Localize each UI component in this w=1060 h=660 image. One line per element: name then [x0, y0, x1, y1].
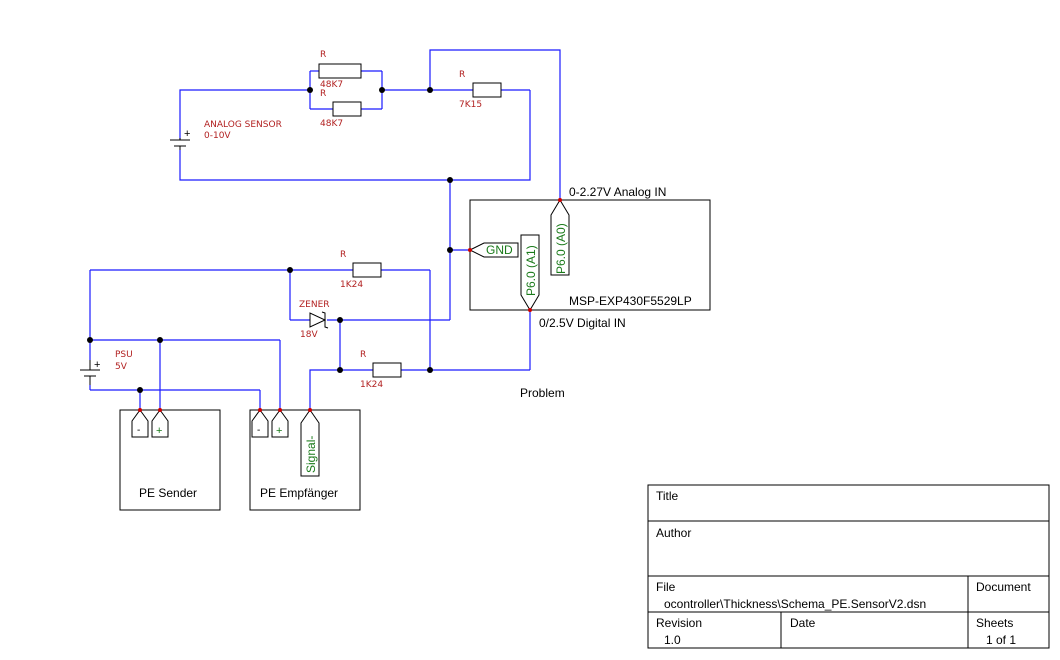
- resistor-series: R 7K15: [459, 70, 502, 110]
- analog-sensor-symbol: + ANALOG SENSOR 0-10V: [170, 120, 282, 150]
- revision-label: Revision: [656, 616, 702, 630]
- resistor-body: [332, 101, 362, 117]
- sheets-value: 1 of 1: [986, 633, 1016, 647]
- pin-endpoint: [528, 308, 532, 312]
- psu-label: PSU: [115, 350, 133, 360]
- pe-receiver-body: [249, 409, 361, 511]
- resistor-upper: R 1K24: [340, 250, 382, 290]
- resistor-ref: R: [360, 350, 366, 360]
- resistor-value: 1K24: [340, 280, 363, 290]
- zener-bar: [321, 311, 329, 329]
- pin-endpoint: [558, 198, 562, 202]
- msp-board-name: MSP-EXP430F5529LP: [569, 294, 692, 308]
- pin-plus-label: +: [156, 425, 162, 437]
- junction-dot: [307, 87, 313, 93]
- pin-endpoint: [258, 408, 262, 412]
- problem-label: Problem: [520, 386, 565, 400]
- zener-triangle: [309, 312, 327, 328]
- title-block: Title Author File ocontroller\Thickness\…: [647, 484, 1050, 649]
- junction-dot: [287, 267, 293, 273]
- pin-endpoint: [308, 408, 312, 412]
- pe-sender-plus-pin: [151, 409, 169, 438]
- pe-sender: - + PE Sender: [119, 409, 221, 511]
- pin-minus-label: -: [257, 425, 260, 436]
- resistor-body: [318, 63, 362, 79]
- junction-dot: [337, 367, 343, 373]
- psu-symbol: + PSU 5V: [80, 350, 133, 385]
- pin-a1: [520, 234, 540, 311]
- plus-sign: +: [94, 359, 100, 371]
- resistor-ref: R: [320, 89, 326, 99]
- pe-sender-name: PE Sender: [139, 486, 197, 500]
- file-label: File: [656, 580, 676, 594]
- psu-value: 5V: [115, 362, 128, 372]
- file-value: ocontroller\Thickness\Schema_PE.SensorV2…: [664, 597, 926, 611]
- pin-endpoints: [138, 198, 562, 412]
- pe-receiver-name: PE Empfänger: [260, 486, 338, 500]
- pe-sender-minus-pin: [131, 409, 149, 438]
- gnd-pin-label: GND: [486, 243, 513, 257]
- junction-dot: [427, 367, 433, 373]
- pin-a0: [550, 199, 570, 276]
- resistor-body: [472, 82, 502, 98]
- pe-receiver-plus-pin: [271, 409, 289, 438]
- zener-value: 18V: [300, 330, 318, 340]
- pe-receiver-minus-pin: [251, 409, 269, 438]
- msp-board: 0-2.27V Analog IN 0/2.5V Digital IN MSP-…: [468, 185, 711, 330]
- resistor-body: [352, 262, 382, 278]
- pe-receiver: - + Signal- PE Empfänger: [249, 409, 361, 511]
- zener-label: ZENER: [299, 300, 330, 310]
- junction-dot: [427, 87, 433, 93]
- junction-dot: [337, 317, 343, 323]
- title-label: Title: [656, 489, 679, 503]
- junction-dot: [87, 337, 93, 343]
- date-label: Date: [790, 616, 816, 630]
- resistor-ref: R: [320, 50, 326, 60]
- pin-endpoint: [468, 248, 472, 252]
- resistor-value: 7K15: [459, 100, 482, 110]
- digital-in-label: 0/2.5V Digital IN: [539, 316, 626, 330]
- gnd-pin: [468, 242, 519, 258]
- revision-value: 1.0: [664, 633, 681, 647]
- pin-signal-label: Signal-: [304, 436, 318, 473]
- pin-endpoint: [158, 408, 162, 412]
- resistor-top: R 48K7: [318, 50, 362, 90]
- pin-endpoint: [138, 408, 142, 412]
- resistor-ref: R: [340, 250, 346, 260]
- pin-minus-label: -: [137, 425, 140, 436]
- author-label: Author: [656, 526, 691, 540]
- junction-dot: [447, 177, 453, 183]
- junction-dot: [137, 387, 143, 393]
- analog-sensor-range: 0-10V: [204, 131, 231, 141]
- sheets-label: Sheets: [976, 616, 1013, 630]
- zener-diode: ZENER 18V: [299, 300, 330, 340]
- junctions: [87, 87, 453, 393]
- analog-in-label: 0-2.27V Analog IN: [569, 185, 666, 199]
- document-label: Document: [976, 580, 1031, 594]
- plus-sign: +: [184, 128, 190, 140]
- pin-plus-label: +: [276, 425, 282, 437]
- pe-receiver-signal-pin: [300, 409, 320, 477]
- junction-dot: [447, 247, 453, 253]
- junction-dot: [379, 87, 385, 93]
- resistor-lower: R 1K24: [360, 350, 402, 390]
- resistor-value: 48K7: [320, 80, 343, 90]
- analog-sensor-label: ANALOG SENSOR: [204, 120, 282, 130]
- pe-sender-body: [119, 409, 221, 511]
- pin-a0-label: P6.0 (A0): [554, 223, 568, 274]
- resistor-body: [372, 362, 402, 378]
- wires: [89, 49, 561, 410]
- pin-endpoint: [278, 408, 282, 412]
- msp-board-body: [469, 199, 711, 311]
- title-block-frame: [647, 484, 1050, 649]
- resistor-value: 1K24: [360, 380, 383, 390]
- resistor-value: 48K7: [320, 119, 343, 129]
- resistor-mid: R 48K7: [320, 89, 362, 129]
- resistor-ref: R: [459, 70, 465, 80]
- junction-dot: [157, 337, 163, 343]
- pin-a1-label: P6.0 (A1): [524, 245, 538, 296]
